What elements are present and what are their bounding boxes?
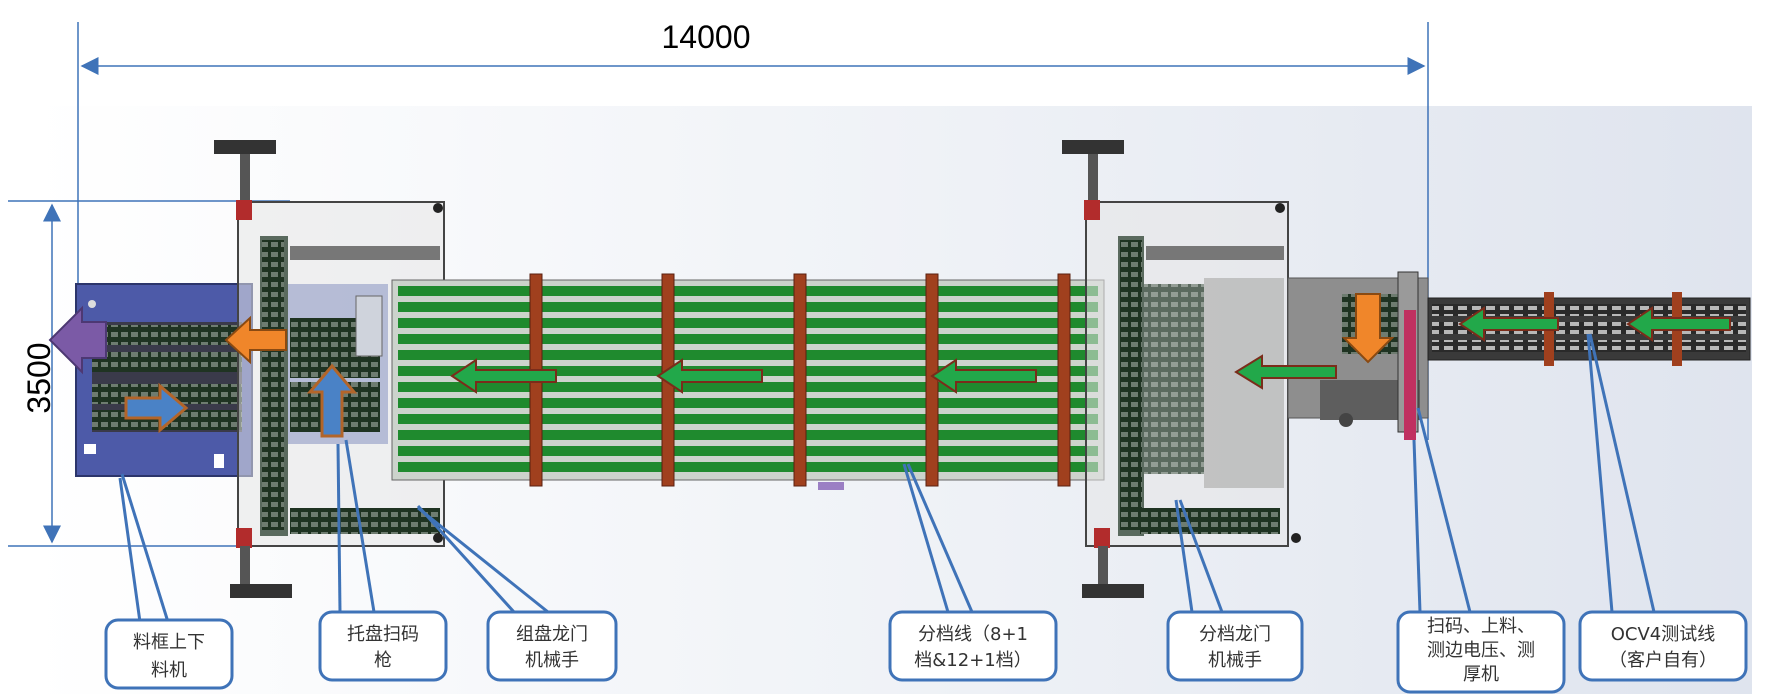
- conveyor-lane: [398, 430, 1098, 440]
- callout-label: 组盘龙门: [516, 624, 588, 645]
- conveyor-lane: [398, 334, 1098, 344]
- flow-arrow-orange: [1341, 293, 1395, 364]
- callout-label: 分档龙门: [1199, 624, 1271, 645]
- width-label: 14000: [662, 19, 751, 55]
- flow-arrow-green: [450, 358, 557, 394]
- flow-arrow-green: [1626, 306, 1731, 342]
- sorting-gantry-robot: [1062, 140, 1301, 598]
- width-dimension: 14000: [77, 19, 1429, 440]
- frame-lift-machine: [75, 283, 253, 477]
- crossbar: [1057, 273, 1071, 487]
- flow-arrows: [48, 293, 1731, 438]
- callout-label: 托盘扫码: [347, 624, 419, 645]
- crossbar: [793, 273, 807, 487]
- flow-arrow-blue: [124, 382, 189, 434]
- flow-arrow-purple: [48, 305, 107, 375]
- callout-sorting-gantry: 分档龙门 机械手: [1166, 610, 1304, 682]
- callout-tray-scanner: 托盘扫码 枪: [318, 610, 448, 682]
- callout-tray-gantry: 组盘龙门 机械手: [486, 610, 618, 682]
- callout-scan-load: 扫码、上料、 测边电压、测 厚机: [1396, 610, 1566, 694]
- callout-label: （客户自有）: [1609, 650, 1717, 671]
- conveyor-lane: [398, 318, 1098, 328]
- callout-label: 机械手: [525, 650, 579, 671]
- callout-label: 扫码、上料、: [1427, 616, 1535, 637]
- conveyor-lane: [398, 446, 1098, 456]
- conveyor-lane: [398, 414, 1098, 424]
- conveyor-lane: [398, 302, 1098, 312]
- flow-arrow-orange: [224, 315, 287, 365]
- callout-ocv4: OCV4测试线 （客户自有）: [1578, 610, 1748, 682]
- conveyor-lane: [398, 350, 1098, 360]
- flow-arrow-green: [1458, 306, 1559, 342]
- height-label: 3500: [21, 342, 57, 413]
- callout-label: OCV4测试线: [1611, 624, 1716, 645]
- callout-label: 料机: [151, 660, 187, 681]
- callout-leaders: [118, 333, 1656, 624]
- flow-arrow-green: [1234, 354, 1337, 390]
- callout-frame-lift: 料框上下 料机: [104, 618, 234, 690]
- conveyor-lane: [398, 462, 1098, 472]
- conveyor-lane: [398, 398, 1098, 408]
- flow-arrow-green: [656, 358, 763, 394]
- callout-label: 枪: [374, 650, 392, 671]
- callout-label: 测边电压、测: [1427, 640, 1535, 661]
- conveyor-lane: [398, 382, 1098, 392]
- callout-label: 档&12+1档）: [914, 650, 1031, 671]
- callout-label: 厚机: [1463, 664, 1499, 685]
- callout-label: 分档线（8+1: [918, 624, 1028, 645]
- flow-arrow-blue: [306, 363, 358, 438]
- callout-label: 料框上下: [133, 632, 205, 653]
- conveyor-lane: [398, 286, 1098, 296]
- callout-label: 机械手: [1208, 650, 1262, 671]
- callout-sorting-line: 分档线（8+1 档&12+1档）: [888, 610, 1058, 682]
- flow-arrow-green: [930, 358, 1037, 394]
